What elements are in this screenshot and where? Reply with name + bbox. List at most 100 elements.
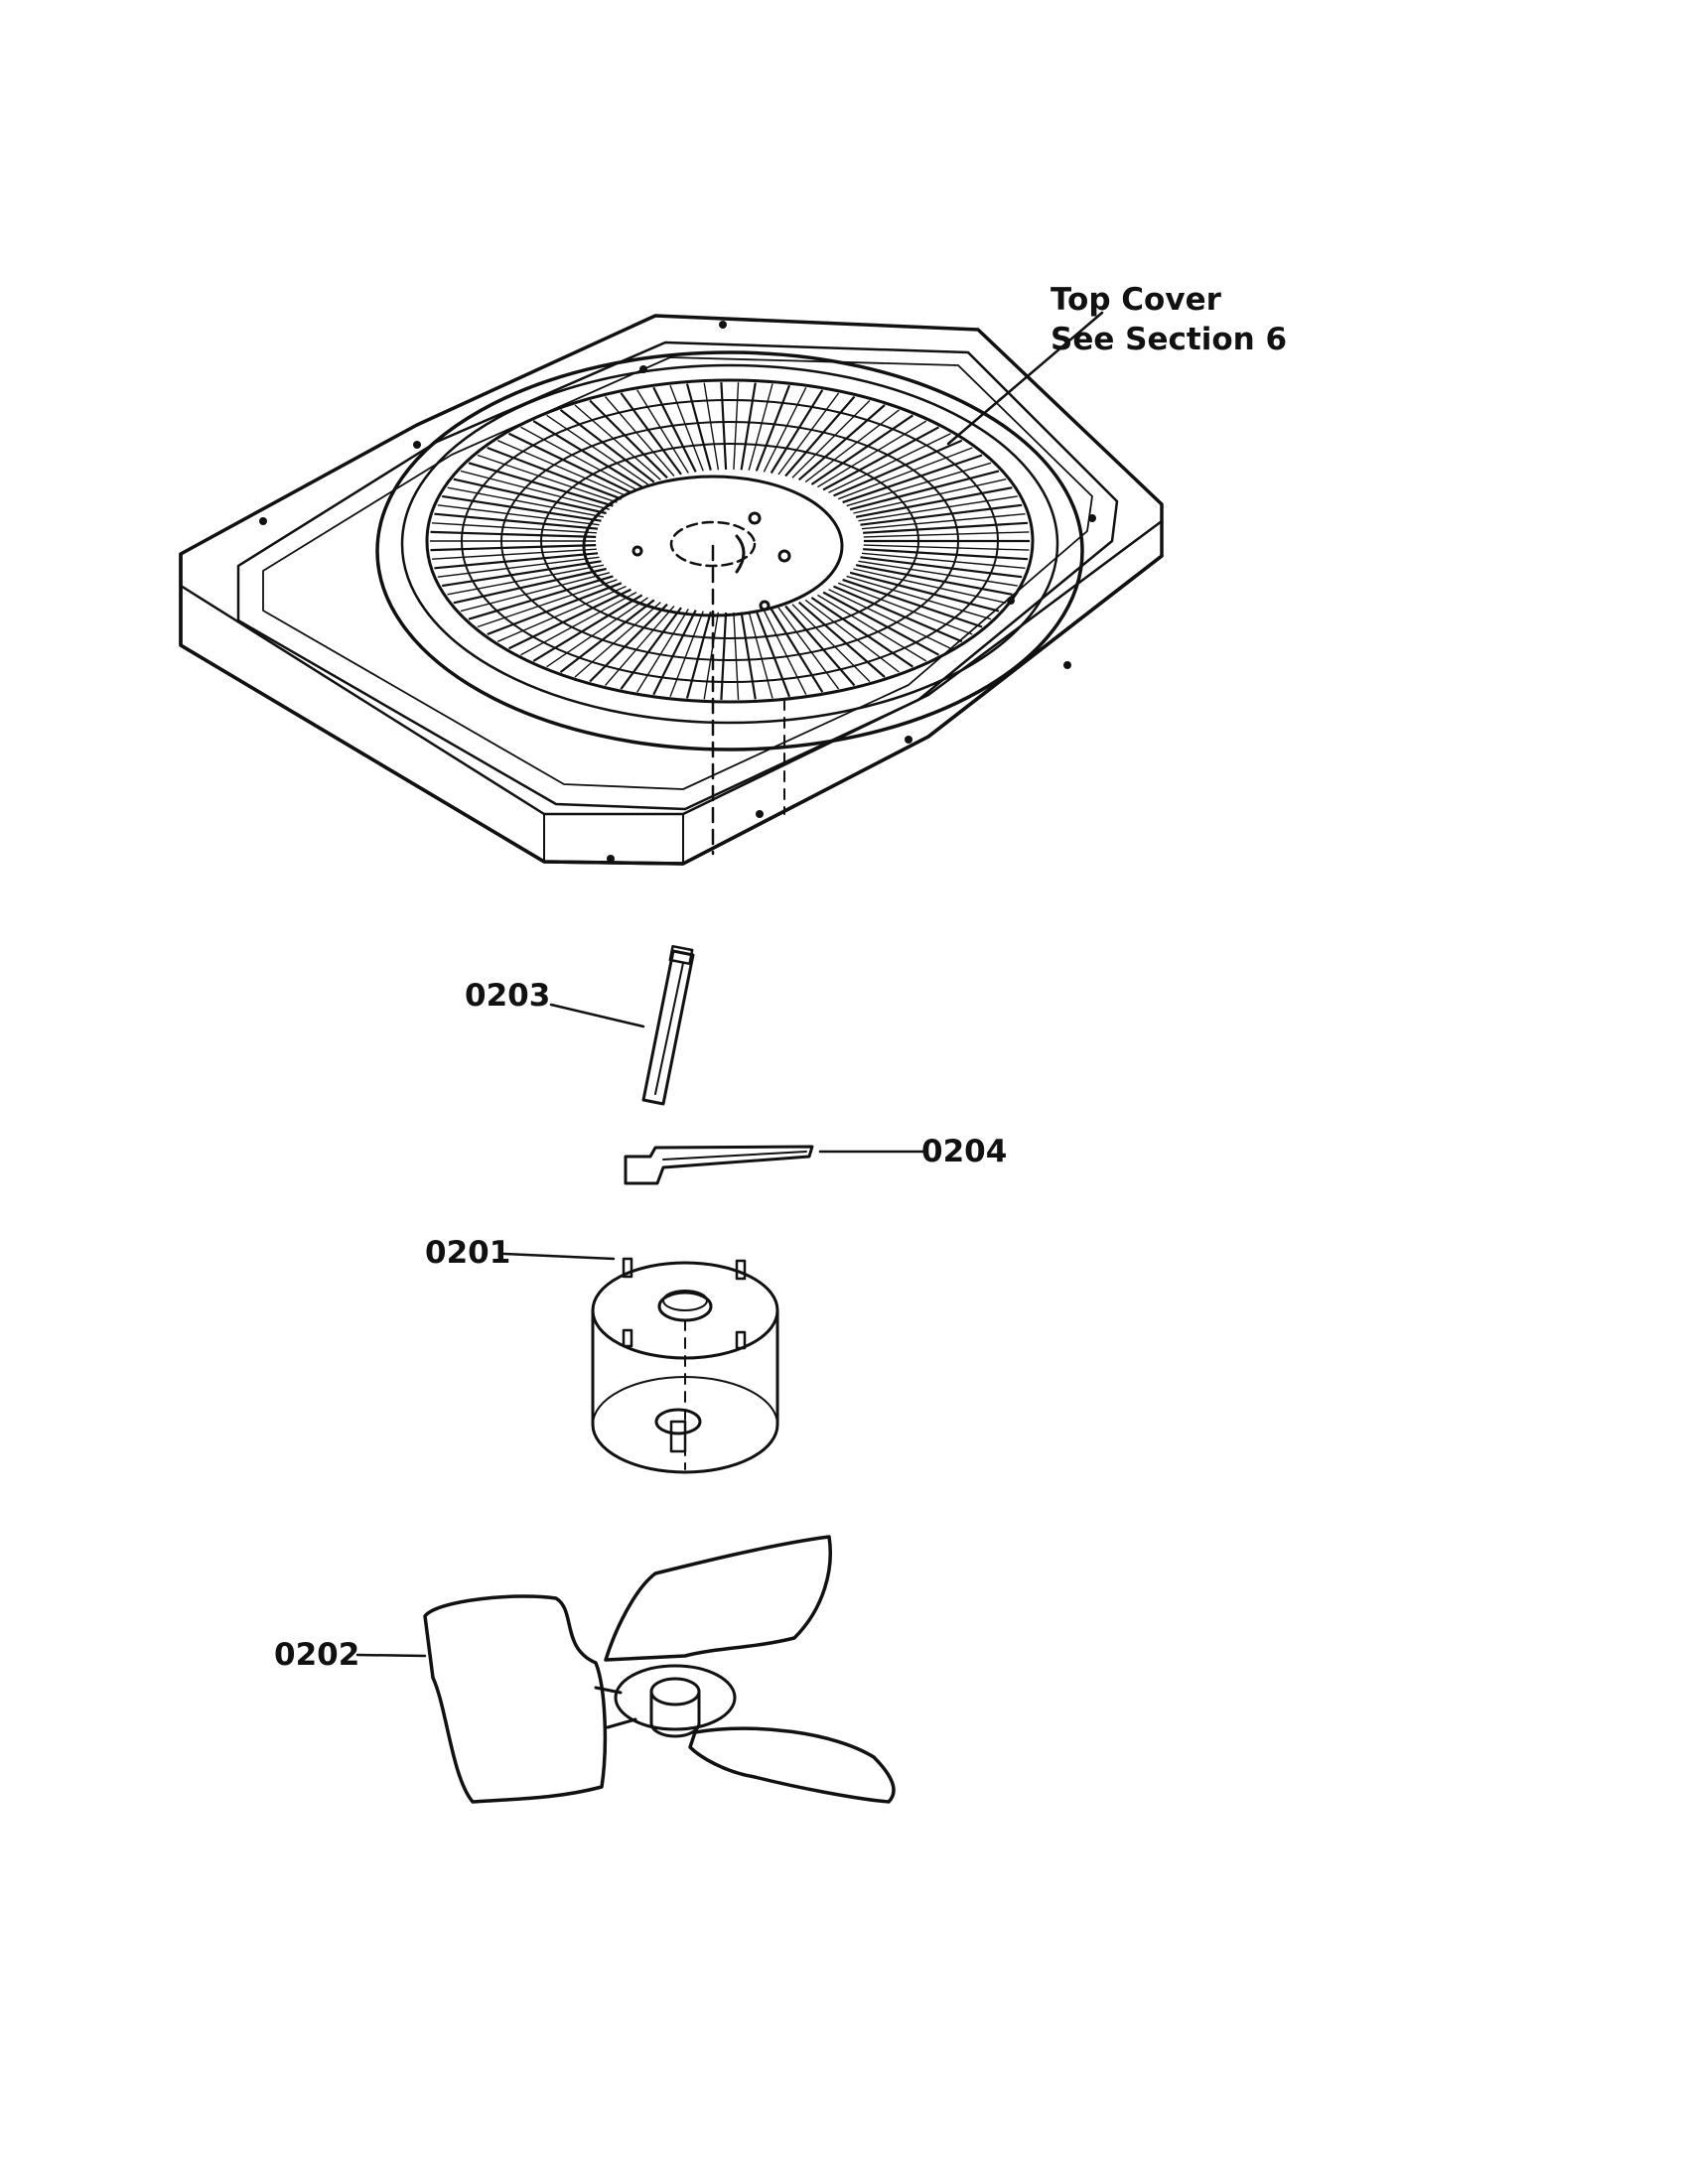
grille-wire xyxy=(822,426,940,491)
grille-wire xyxy=(604,606,675,686)
grille-wire xyxy=(748,612,773,699)
grille-wire xyxy=(636,389,689,474)
grille-wire xyxy=(620,607,682,690)
grille-wire xyxy=(755,384,791,472)
part-0203-label: 0203 xyxy=(465,978,550,1014)
grille-wire xyxy=(703,612,720,700)
grille-wire xyxy=(748,383,773,471)
grille-wire xyxy=(822,591,940,656)
grille-wire xyxy=(860,503,1023,526)
grille-wire xyxy=(636,609,689,693)
grille-wire xyxy=(574,404,661,480)
grille-wire xyxy=(863,531,1030,538)
grille-wire xyxy=(620,392,682,476)
grille-wire xyxy=(460,572,611,613)
grille-wire xyxy=(853,478,1007,514)
grille-wire xyxy=(447,486,605,518)
grille-wire xyxy=(863,548,1029,561)
grille-wire xyxy=(858,560,1018,587)
grille-wire xyxy=(833,439,963,497)
grille-wire xyxy=(853,568,1007,604)
grille-wire xyxy=(817,420,927,488)
grille-wire xyxy=(437,556,600,578)
grille-wire xyxy=(652,386,697,473)
grille-wire xyxy=(430,544,597,552)
grille-wire xyxy=(604,396,675,477)
part-0201-leader xyxy=(502,1252,616,1261)
part-0203-leader xyxy=(549,1003,645,1028)
grille-wire xyxy=(437,504,600,526)
grille-wire xyxy=(468,462,614,507)
grille-wire xyxy=(810,597,914,668)
grille-wire xyxy=(784,395,856,478)
grille-wire xyxy=(733,612,740,700)
grille-wire xyxy=(777,392,840,476)
grille-wire xyxy=(477,454,618,503)
grille-wire xyxy=(720,612,728,700)
grille-wire xyxy=(453,567,607,605)
grille-wire xyxy=(431,522,597,534)
grille-wire xyxy=(589,399,668,479)
part-0202-label: 0202 xyxy=(274,1637,359,1673)
grille-wire xyxy=(546,414,648,485)
grille-wire xyxy=(817,594,927,662)
grille-wire xyxy=(837,447,973,500)
grille-wire xyxy=(763,610,807,696)
grille-wire xyxy=(559,409,655,483)
grille-wire xyxy=(861,552,1026,569)
grille-wire xyxy=(763,386,807,473)
grille-wire xyxy=(846,462,992,507)
grille-wire xyxy=(477,579,618,628)
part-0202-drawing xyxy=(423,1535,896,1804)
grille-wire xyxy=(669,611,704,698)
grille-wire xyxy=(442,560,602,588)
grille-wire xyxy=(652,610,697,696)
grille-wire xyxy=(487,446,623,500)
fan-guard-grille xyxy=(430,382,1030,700)
grille-wire xyxy=(532,420,643,488)
grille-wire xyxy=(842,578,983,628)
grille-wire xyxy=(791,400,871,478)
grille-wire xyxy=(797,601,886,678)
grille-wire xyxy=(733,382,740,471)
grille-wire xyxy=(508,432,632,494)
grille-wire xyxy=(846,575,992,620)
top-cover-assembly xyxy=(179,314,1164,866)
grille-wire xyxy=(520,426,637,491)
grille-wire xyxy=(810,414,914,485)
grille-wire xyxy=(804,409,900,483)
grille-wire xyxy=(460,470,611,510)
grille-wire xyxy=(863,544,1030,551)
top-cover-leader xyxy=(946,311,1104,446)
grille-wire xyxy=(442,494,602,522)
part-0204-drawing xyxy=(624,1145,814,1185)
grille-wire xyxy=(703,382,720,471)
grille-wire xyxy=(430,530,597,538)
part-0201-label: 0201 xyxy=(425,1235,510,1271)
grille-wire xyxy=(434,552,599,570)
grille-wire xyxy=(740,612,757,700)
grille-wire xyxy=(685,383,712,471)
grille-wire xyxy=(849,470,1000,511)
grille-wire xyxy=(546,597,648,668)
grille-wire xyxy=(740,382,757,471)
top-cover-label: Top Cover xyxy=(1051,282,1222,318)
grille-wire xyxy=(842,454,983,504)
grille-wire xyxy=(589,603,668,683)
grille-wire xyxy=(720,382,728,471)
part-0201-drawing xyxy=(591,1257,779,1474)
grille-wire xyxy=(860,556,1023,579)
grille-wire xyxy=(849,571,1000,613)
grille-wire xyxy=(434,512,599,530)
grille-wire xyxy=(520,591,637,656)
grille-wire xyxy=(685,612,712,699)
grille-wire xyxy=(797,404,886,481)
part-0202-leader xyxy=(355,1653,427,1658)
grille-wire xyxy=(837,582,973,635)
grille-wire xyxy=(863,521,1029,534)
grille-wire xyxy=(487,582,623,636)
grille-wire xyxy=(770,608,824,693)
grille-wire xyxy=(447,564,605,596)
grille-wire xyxy=(828,589,951,649)
grille-wire xyxy=(431,548,597,560)
